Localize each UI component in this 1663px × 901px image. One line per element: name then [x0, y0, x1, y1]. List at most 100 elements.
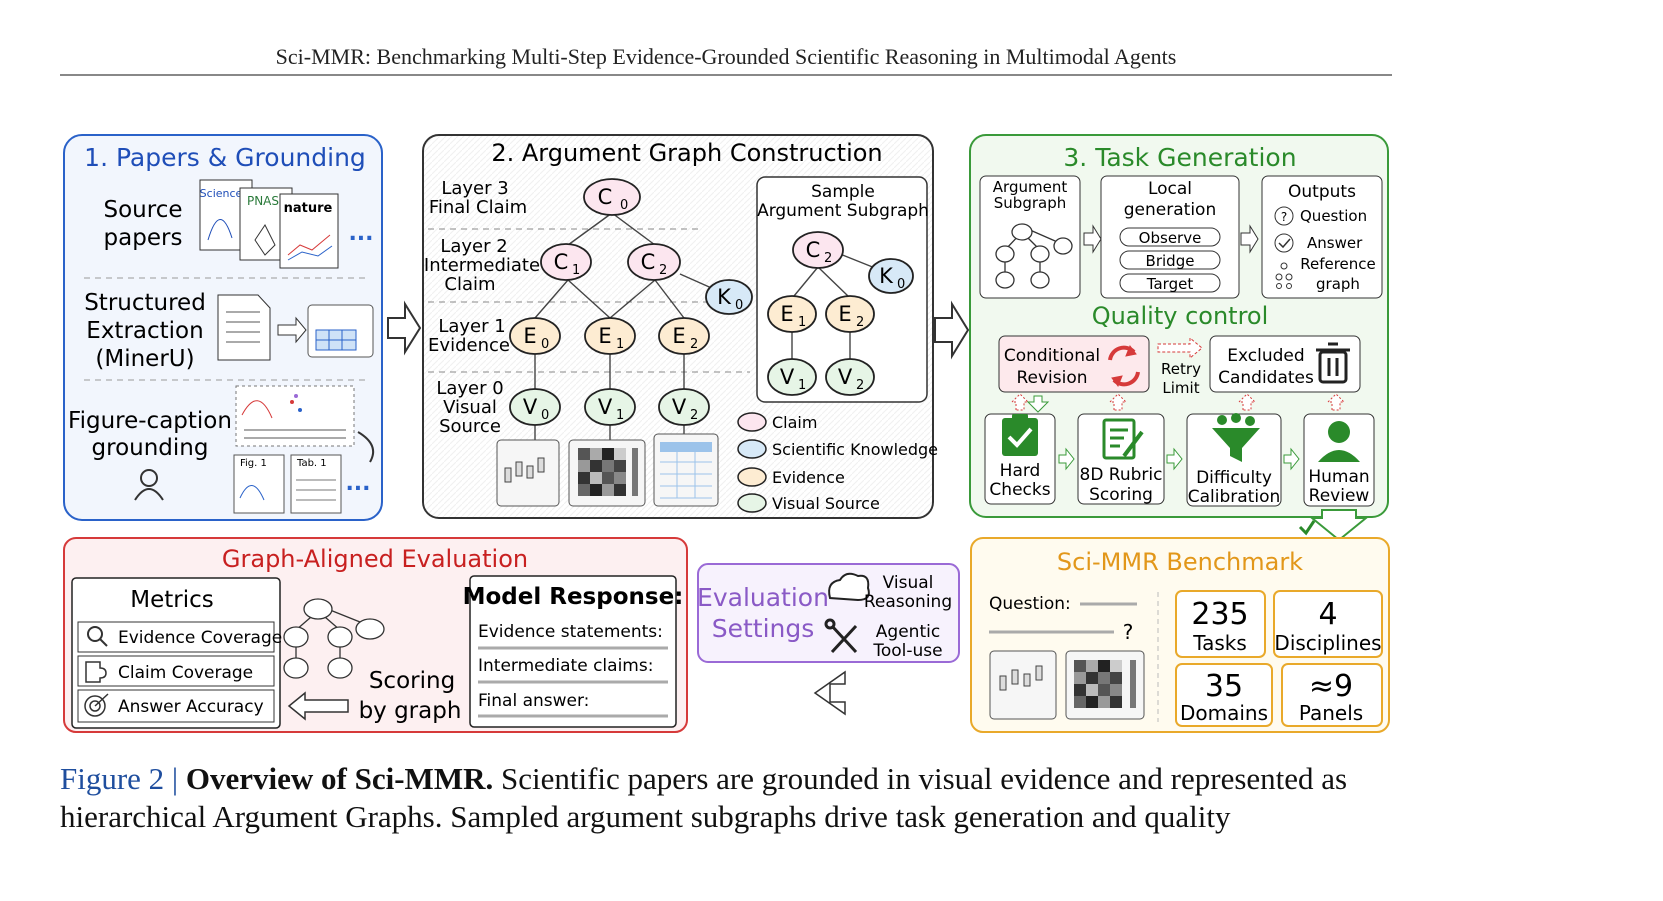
svg-text:grounding: grounding — [92, 435, 209, 461]
svg-text:Tool-use: Tool-use — [872, 641, 942, 661]
retry-arrow — [1157, 336, 1203, 360]
metric-answer-accuracy: Answer Accuracy — [118, 697, 264, 717]
svg-text:Answer: Answer — [1307, 234, 1363, 252]
response-final: Final answer: — [478, 691, 589, 711]
svg-text:Reference: Reference — [1300, 255, 1376, 273]
svg-text:≈9: ≈9 — [1309, 669, 1353, 704]
caption-title: Overview of Sci-MMR. — [185, 761, 494, 796]
question-icon — [1274, 206, 1294, 226]
quality-control-title: Quality control — [1092, 302, 1269, 330]
panel1-title: 1. Papers & Grounding — [84, 143, 366, 172]
svg-text:Candidates: Candidates — [1218, 368, 1314, 388]
rubric-icon — [1102, 418, 1144, 460]
svg-text:Visual Source: Visual Source — [772, 494, 880, 513]
svg-text:(MinerU): (MinerU) — [95, 346, 194, 372]
caption-text: Scientific papers are grounded in visual… — [60, 761, 1348, 834]
panel6-title: Sci-MMR Benchmark — [1057, 548, 1303, 576]
flow-arrow-2 — [934, 300, 970, 360]
structured-extraction-label: Structured — [84, 290, 206, 316]
svg-text:Excluded: Excluded — [1227, 346, 1304, 366]
svg-text:papers: papers — [104, 225, 183, 251]
svg-text:Claim: Claim — [772, 413, 817, 432]
tools-icon — [824, 618, 858, 654]
svg-text:Limit: Limit — [1162, 379, 1199, 397]
heatmap-thumbnail — [568, 439, 646, 507]
target-tag: Target — [1146, 275, 1194, 293]
figure-grounding-sketch: Fig. 1 Tab. 1 — [233, 385, 374, 514]
svg-text:V: V — [780, 365, 795, 389]
figure-caption-grounding-label: Figure-caption — [68, 408, 232, 434]
svg-text:E: E — [672, 324, 685, 348]
svg-text:Tasks: Tasks — [1192, 631, 1247, 655]
target-icon — [84, 693, 109, 717]
tab-tag: Tab. 1 — [296, 458, 327, 469]
benchmark-boxplot-thumb — [989, 650, 1057, 720]
svg-text:V: V — [672, 395, 687, 419]
svg-text:Evidence: Evidence — [772, 468, 845, 487]
svg-text:Final Claim: Final Claim — [429, 197, 527, 218]
svg-text:Review: Review — [1309, 486, 1370, 506]
flow-arrow-1 — [387, 300, 422, 356]
settings-title: Evaluation — [697, 583, 829, 612]
svg-text:C: C — [554, 250, 569, 274]
svg-text:Disciplines: Disciplines — [1274, 631, 1381, 655]
svg-text:Agentic: Agentic — [876, 622, 940, 642]
overview-figure: 1. Papers & Grounding Source papers Scie… — [63, 134, 1390, 733]
svg-text:C: C — [598, 185, 613, 209]
reference-graph-icon — [1275, 262, 1293, 289]
funnel-icon — [1212, 413, 1260, 462]
svg-text:Conditional: Conditional — [1004, 346, 1100, 366]
svg-text:Sample: Sample — [811, 182, 875, 202]
svg-text:Calibration: Calibration — [1188, 487, 1281, 507]
svg-text:Outputs: Outputs — [1288, 182, 1356, 202]
svg-text:0: 0 — [620, 198, 628, 213]
document-icon — [217, 294, 271, 361]
svg-text:nature: nature — [284, 201, 333, 216]
svg-text:Human: Human — [1308, 467, 1369, 487]
person-icon — [1318, 421, 1360, 462]
boxplot-thumbnail — [496, 439, 560, 507]
refresh-icon — [1108, 344, 1140, 388]
svg-text:Scientific Knowledge: Scientific Knowledge — [772, 440, 938, 459]
scoring-label: Scoring — [369, 668, 455, 694]
svg-text:Extraction: Extraction — [86, 318, 203, 344]
svg-text:2: 2 — [659, 263, 667, 278]
panel-benchmark: Sci-MMR Benchmark Question: ? 235 Tasks … — [970, 537, 1390, 733]
svg-text:?: ? — [1281, 210, 1287, 224]
svg-text:Reasoning: Reasoning — [864, 592, 952, 612]
svg-text:2: 2 — [856, 378, 864, 393]
panel3-title: 3. Task Generation — [1063, 143, 1296, 172]
bridge-tag: Bridge — [1146, 252, 1195, 270]
stat-domains: 35 Domains — [1175, 663, 1273, 727]
answer-check-icon — [1274, 233, 1294, 253]
svg-text:...: ... — [345, 471, 370, 496]
svg-text:1: 1 — [616, 408, 624, 423]
svg-text:Visual: Visual — [883, 573, 934, 593]
panel-task-generation: 3. Task Generation Argument Subgraph Loc… — [969, 134, 1389, 518]
svg-text:PNAS: PNAS — [247, 194, 279, 208]
svg-text:Local: Local — [1148, 179, 1192, 199]
metric-evidence-coverage: Evidence Coverage — [118, 628, 282, 648]
svg-text:0: 0 — [735, 298, 743, 313]
svg-text:4: 4 — [1318, 597, 1337, 632]
observe-tag: Observe — [1139, 229, 1202, 247]
panel-graph-aligned-evaluation: Graph-Aligned Evaluation Metrics Evidenc… — [63, 537, 688, 733]
svg-text:Scoring: Scoring — [1089, 485, 1153, 505]
layer1-label: Layer 1 — [438, 316, 505, 337]
svg-text:Revision: Revision — [1016, 368, 1087, 388]
svg-text:8D Rubric: 8D Rubric — [1080, 465, 1163, 485]
layer3-label: Layer 3 — [441, 178, 508, 199]
svg-text:Argument: Argument — [993, 178, 1068, 196]
svg-text:235: 235 — [1191, 597, 1248, 632]
svg-text:K: K — [717, 285, 732, 309]
flow-arrow-3 — [1309, 509, 1369, 542]
thought-cloud-icon — [828, 572, 870, 602]
retry-limit-label: Retry — [1161, 360, 1201, 378]
svg-text:Source: Source — [439, 416, 501, 437]
fig-tag: Fig. 1 — [240, 458, 267, 469]
svg-text:Visual: Visual — [443, 397, 497, 418]
